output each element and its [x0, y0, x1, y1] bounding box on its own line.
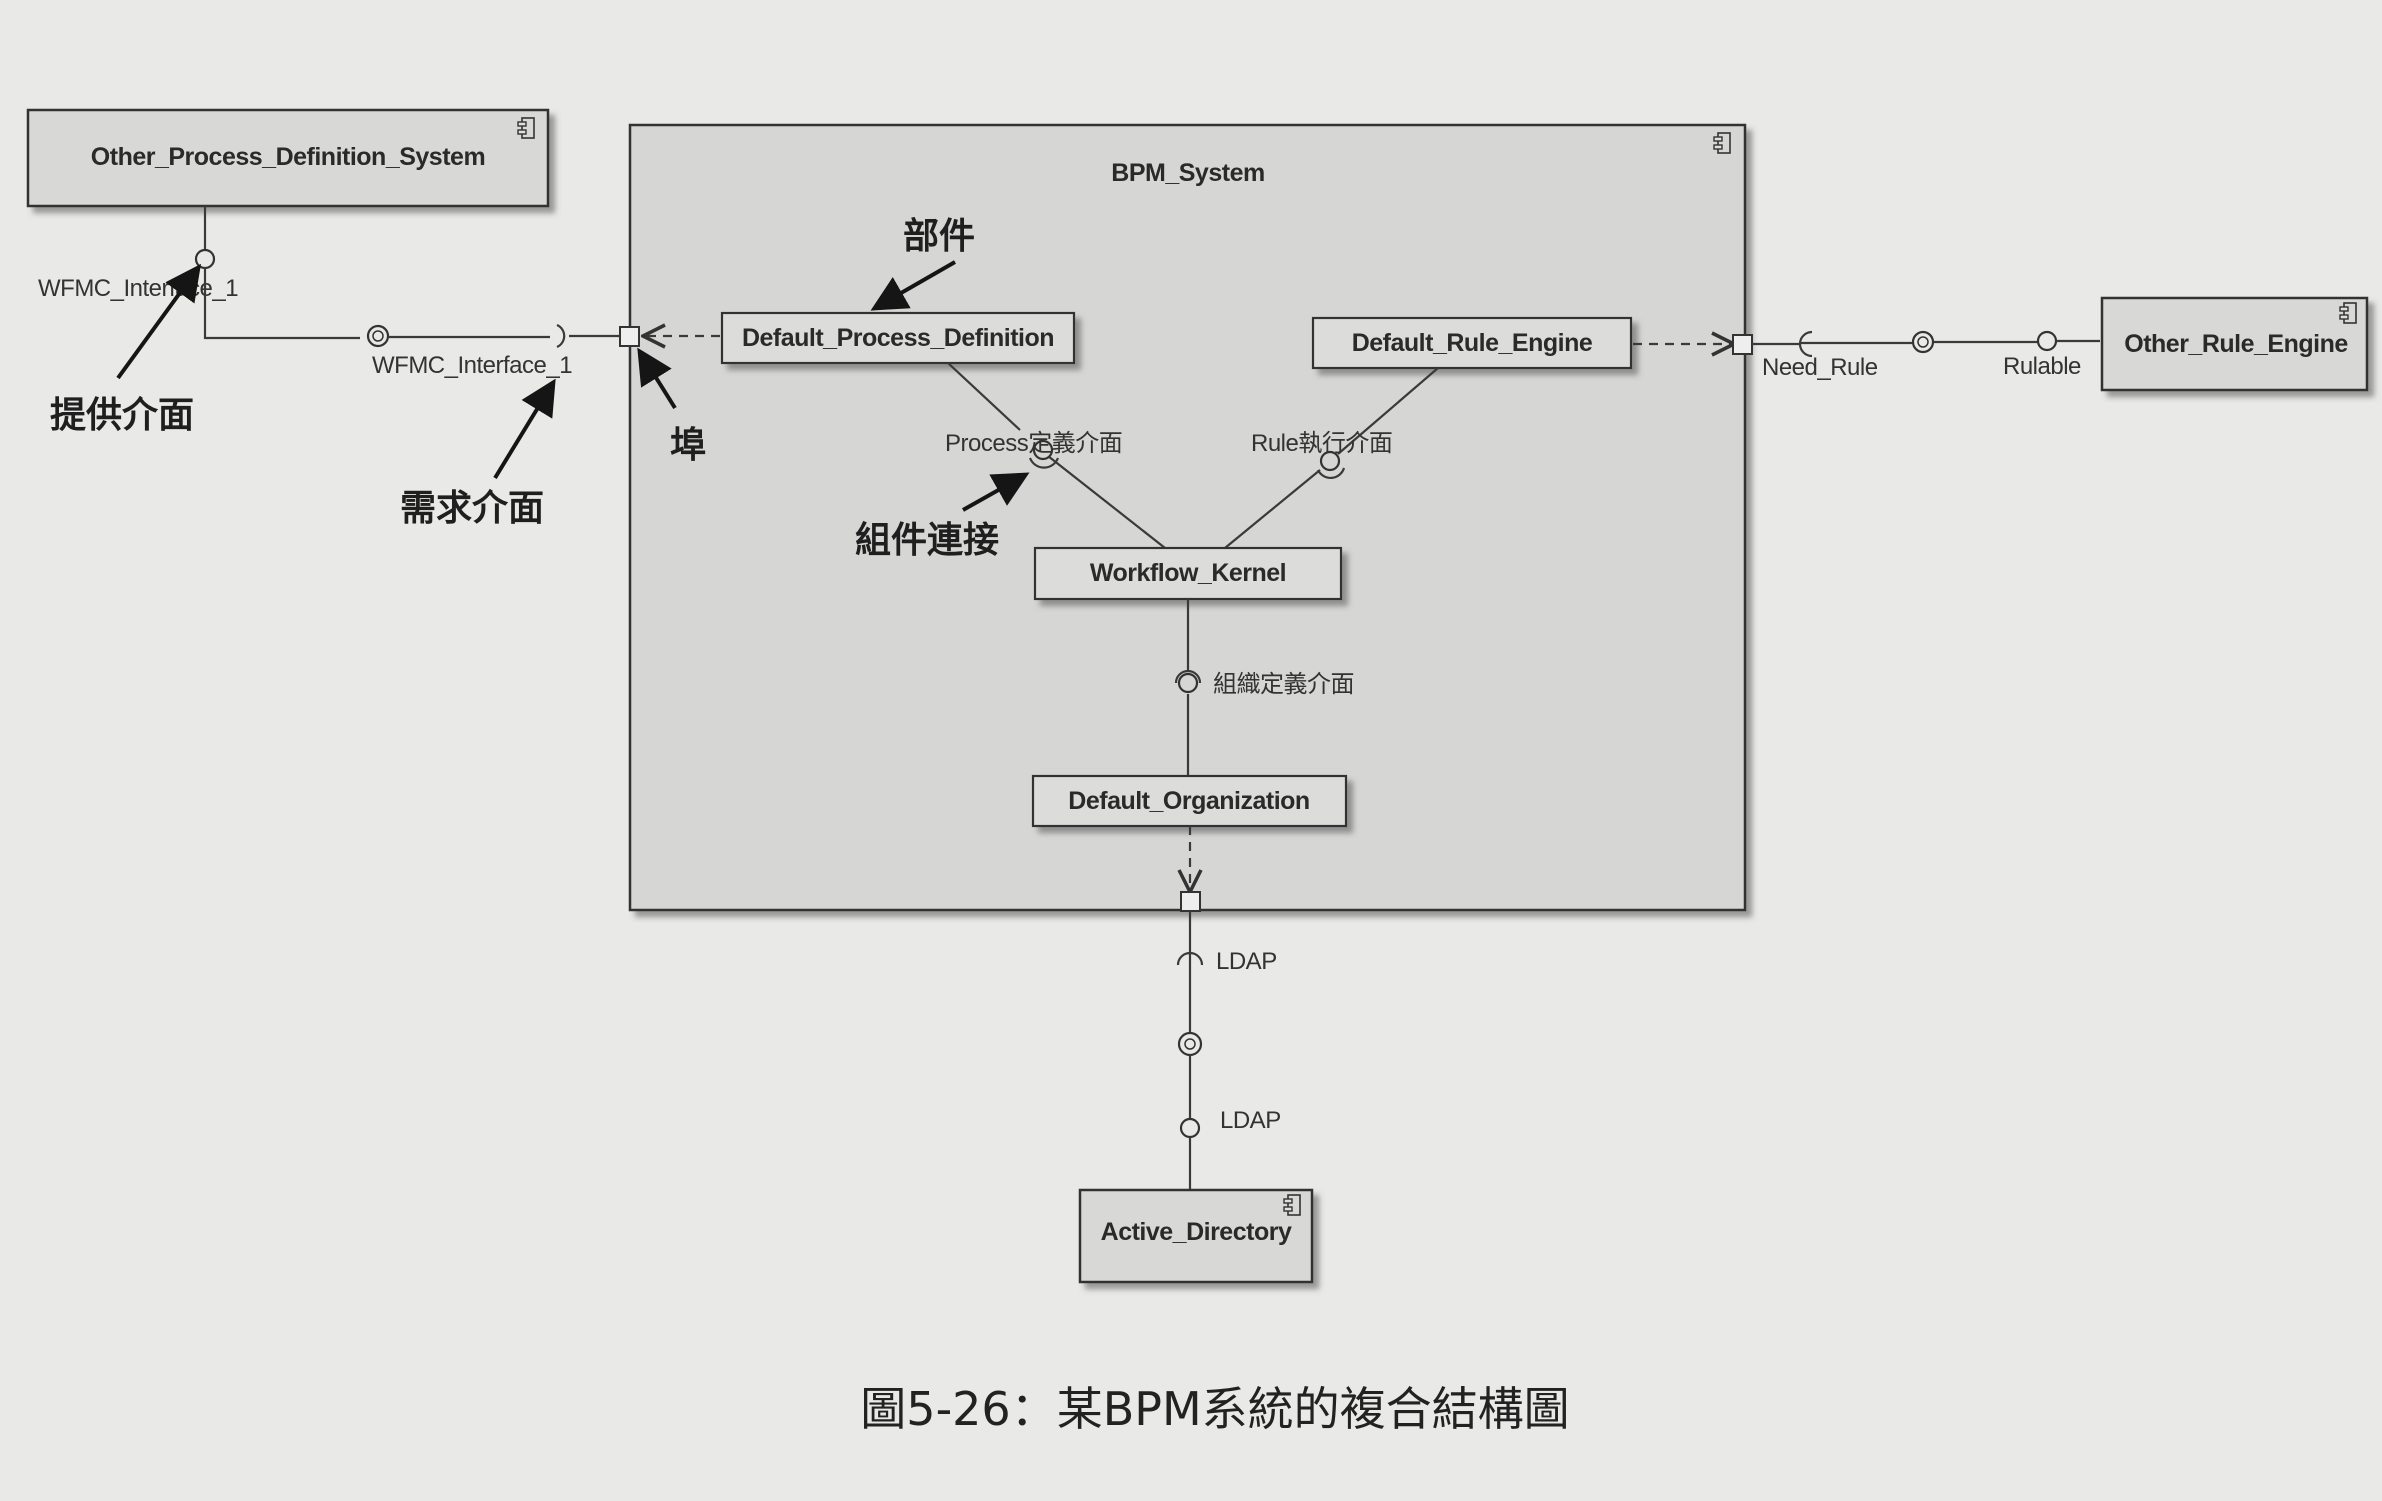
assembly-connector-annotation: 組件連接 — [855, 472, 1030, 561]
wfmc-required-label: WFMC_Interface_1 — [372, 352, 572, 379]
wfmc-provided-label: WFMC_Interface_1 — [38, 275, 238, 302]
bpm-system-label: BPM_System — [1111, 159, 1264, 187]
process-def-label: Process定義介面 — [945, 430, 1122, 457]
other-rule-engine-label: Other_Rule_Engine — [2124, 330, 2348, 358]
ldap-provided-label: LDAP — [1220, 1107, 1281, 1134]
required-interface-text: 需求介面 — [400, 488, 544, 529]
port-annotation: 埠 — [637, 347, 706, 466]
process-def-socket — [1028, 457, 1060, 469]
ldap-assembly-connector: LDAP LDAP — [1176, 911, 1281, 1190]
port-text: 埠 — [670, 425, 706, 466]
need-rule-label: Need_Rule — [1762, 354, 1878, 381]
ldap-required-socket — [1176, 951, 1204, 966]
active-directory-component[interactable]: Active_Directory — [1078, 1188, 1314, 1284]
required-interface-annotation: 需求介面 — [400, 378, 556, 529]
workflow-kernel-part[interactable]: Workflow_Kernel — [1033, 546, 1343, 601]
bottom-port[interactable] — [1180, 891, 1201, 912]
rule-assembly-connector: Need_Rule Rulable — [1752, 330, 2100, 381]
left-port[interactable] — [619, 326, 640, 347]
rulable-label: Rulable — [2003, 353, 2081, 380]
rule-exec-socket — [1317, 467, 1346, 480]
default-process-definition-label: Default_Process_Definition — [742, 324, 1054, 352]
other-process-definition-system-label: Other_Process_Definition_System — [91, 143, 485, 171]
rule-exec-label: Rule執行介面 — [1251, 430, 1392, 457]
wfmc-provided-interface: WFMC_Interface_1 — [38, 206, 239, 302]
wfmc-assembly-connector: WFMC_Interface_1 — [203, 268, 622, 379]
organization-definition-connector: 組織定義介面 — [1174, 599, 1355, 776]
part-text: 部件 — [903, 216, 975, 257]
active-directory-label: Active_Directory — [1101, 1218, 1292, 1246]
provided-interface-annotation: 提供介面 — [50, 263, 202, 436]
ldap-required-label: LDAP — [1216, 948, 1277, 975]
default-rule-engine-part[interactable]: Default_Rule_Engine — [1311, 316, 1633, 370]
rule-execution-connector: Rule執行介面 — [1224, 367, 1439, 549]
default-rule-engine-label: Default_Rule_Engine — [1352, 329, 1593, 357]
default-organization-part[interactable]: Default_Organization — [1031, 774, 1348, 828]
part-annotation: 部件 — [870, 216, 975, 311]
workflow-kernel-label: Workflow_Kernel — [1090, 559, 1286, 587]
other-rule-engine-component[interactable]: Other_Rule_Engine — [2100, 296, 2369, 392]
wfmc-required-socket — [556, 323, 566, 349]
figure-caption: 圖5-26：某BPM系統的複合結構圖 — [860, 1382, 1569, 1436]
process-definition-connector: Process定義介面 — [945, 362, 1166, 549]
assembly-connector-text: 組件連接 — [855, 520, 999, 561]
other-process-definition-system-component[interactable]: Other_Process_Definition_System — [26, 108, 550, 208]
org-def-socket — [1174, 669, 1202, 684]
default-organization-label: Default_Organization — [1068, 787, 1309, 815]
provided-interface-text: 提供介面 — [50, 395, 194, 436]
org-def-label: 組織定義介面 — [1213, 671, 1354, 698]
default-process-definition-part[interactable]: Default_Process_Definition — [720, 311, 1076, 365]
right-port[interactable] — [1732, 334, 1753, 355]
